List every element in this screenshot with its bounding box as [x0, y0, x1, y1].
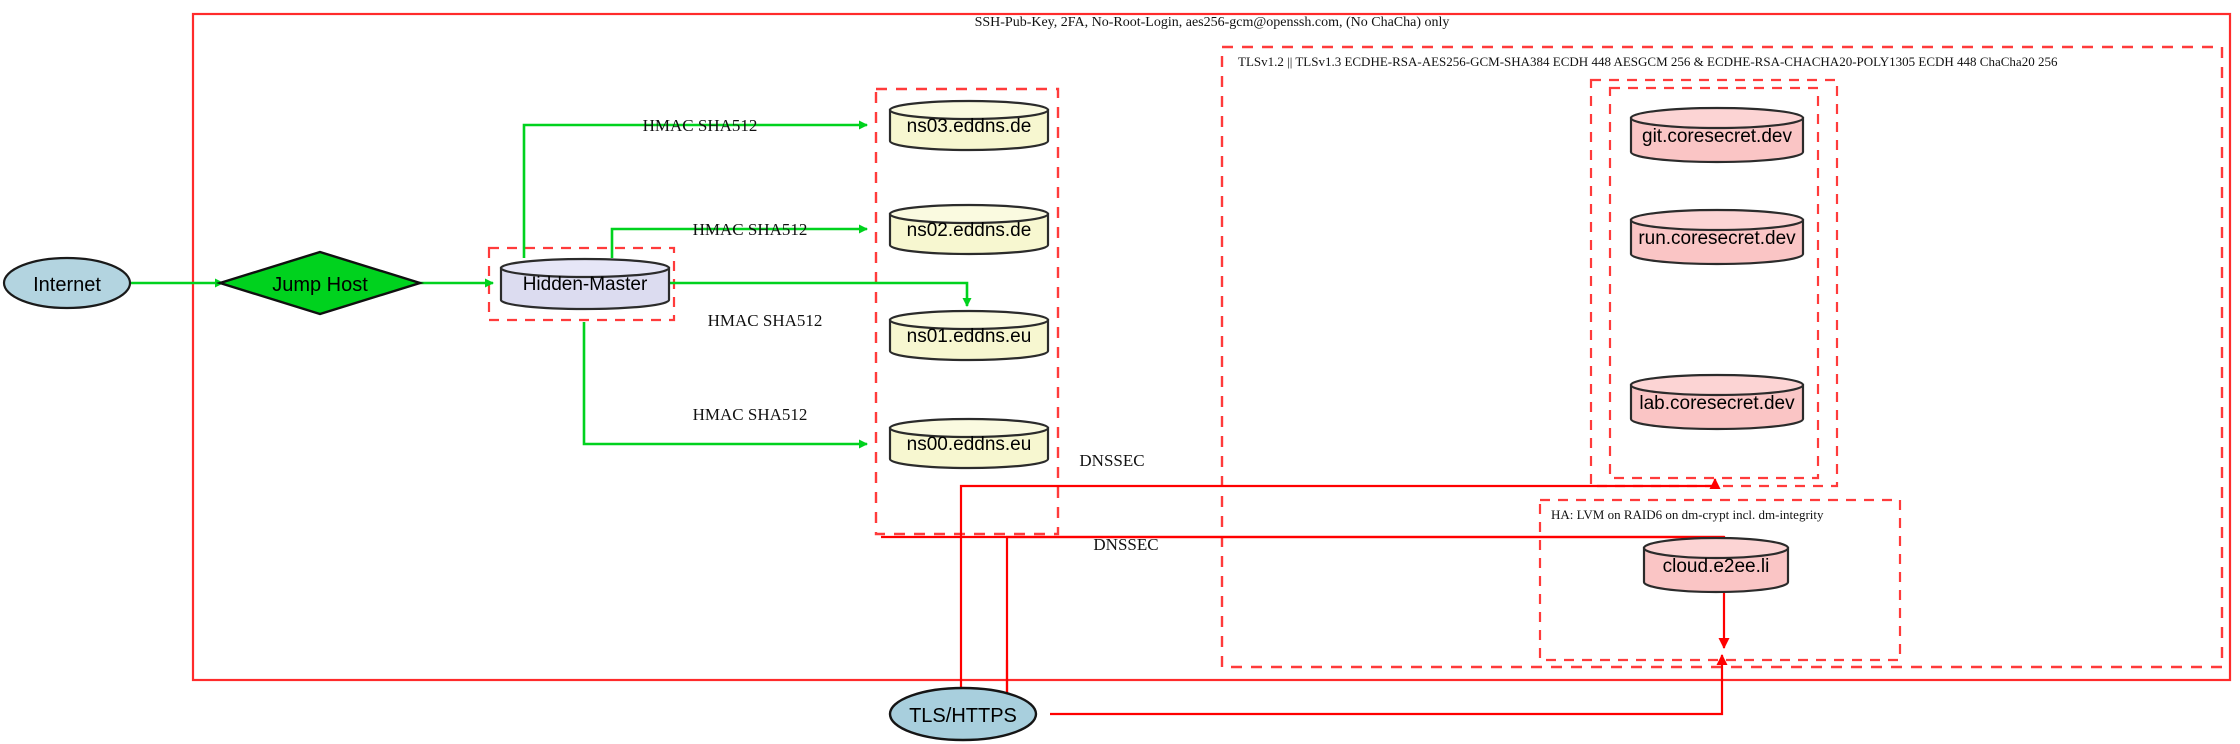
- node-ns00-label: ns00.eddns.eu: [907, 434, 1032, 455]
- node-run-coresecret[interactable]: run.coresecret.dev: [1629, 208, 1805, 266]
- node-ns02-label: ns02.eddns.de: [907, 220, 1032, 241]
- node-ns00[interactable]: ns00.eddns.eu: [888, 417, 1050, 470]
- edge-dnssec-lower: [1005, 535, 1730, 714]
- node-run-coresecret-label: run.coresecret.dev: [1638, 228, 1796, 249]
- node-jump-host-label: Jump Host: [272, 274, 368, 296]
- edge-dnssec-upper: [959, 478, 1721, 714]
- dnssec-label-lower: DNSSEC: [1093, 535, 1158, 554]
- red-edge-labels: DNSSEC DNSSEC: [1079, 451, 1158, 554]
- edge-hiddenmaster-ns01: [664, 281, 972, 307]
- node-cloud-e2ee-label: cloud.e2ee.li: [1663, 556, 1770, 577]
- node-git-coresecret-label: git.coresecret.dev: [1642, 126, 1792, 147]
- edge-hiddenmaster-ns00: [582, 322, 868, 449]
- green-edge-labels: HMAC SHA512 HMAC SHA512 HMAC SHA512 HMAC…: [643, 116, 823, 424]
- node-hidden-master[interactable]: Hidden-Master: [499, 257, 671, 311]
- tls-cluster-label: TLSv1.2 || TLSv1.3 ECDHE-RSA-AES256-GCM-…: [1238, 54, 2058, 69]
- node-lab-coresecret[interactable]: lab.coresecret.dev: [1629, 373, 1805, 431]
- outer-ssh-frame: SSH-Pub-Key, 2FA, No-Root-Login, aes256-…: [191, 12, 2232, 682]
- hmac-label-ns00: HMAC SHA512: [693, 405, 808, 424]
- ns-cluster-frame: [874, 87, 1060, 536]
- edge-hiddenmaster-ns03: [522, 120, 868, 258]
- node-ns01[interactable]: ns01.eddns.eu: [888, 309, 1050, 362]
- node-ns02[interactable]: ns02.eddns.de: [888, 203, 1050, 256]
- node-cloud-e2ee[interactable]: cloud.e2ee.li: [1642, 536, 1790, 594]
- node-jump-host[interactable]: Jump Host: [215, 250, 425, 316]
- node-hidden-master-label: Hidden-Master: [523, 274, 648, 295]
- outer-frame-label: SSH-Pub-Key, 2FA, No-Root-Login, aes256-…: [975, 15, 1450, 30]
- node-internet[interactable]: Internet: [2, 256, 132, 310]
- node-internet-label: Internet: [33, 274, 101, 296]
- ha-cluster-label: HA: LVM on RAID6 on dm-crypt incl. dm-in…: [1551, 507, 1824, 522]
- node-tls-https[interactable]: TLS/HTTPS: [888, 686, 1038, 742]
- node-tls-https-label: TLS/HTTPS: [909, 705, 1017, 727]
- node-git-coresecret[interactable]: git.coresecret.dev: [1629, 106, 1805, 164]
- green-edges: [131, 120, 972, 449]
- dnssec-label-upper: DNSSEC: [1079, 451, 1144, 470]
- node-ns01-label: ns01.eddns.eu: [907, 326, 1032, 347]
- ha-cluster-frame: HA: LVM on RAID6 on dm-crypt incl. dm-in…: [1538, 498, 1902, 662]
- edge-tlshttps-cluster: [1050, 654, 1728, 716]
- node-ns03[interactable]: ns03.eddns.de: [888, 99, 1050, 152]
- hmac-label-ns03: HMAC SHA512: [643, 116, 758, 135]
- node-ns03-label: ns03.eddns.de: [907, 116, 1032, 137]
- edge-hiddenmaster-ns02: [610, 224, 868, 258]
- node-lab-coresecret-label: lab.coresecret.dev: [1639, 393, 1795, 414]
- hmac-label-ns02: HMAC SHA512: [693, 220, 808, 239]
- hmac-label-ns01: HMAC SHA512: [708, 311, 823, 330]
